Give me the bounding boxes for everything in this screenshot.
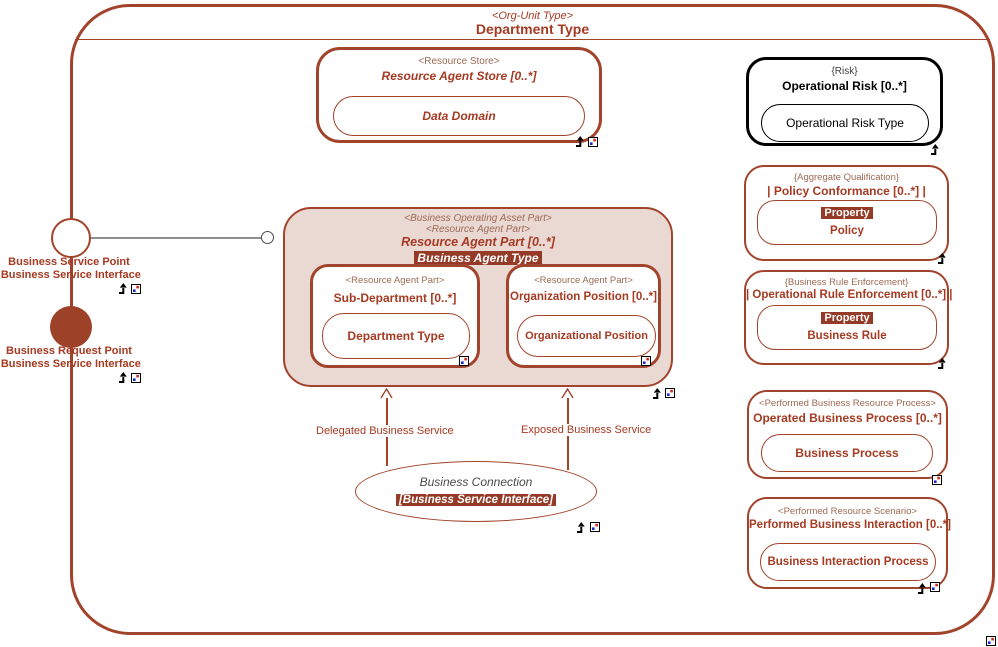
element-icon[interactable]: [459, 356, 471, 368]
open-arrowhead-up: [380, 387, 394, 400]
organization-position-box[interactable]: <Resource Agent Part> Organization Posit…: [506, 264, 661, 368]
interface-connector-line: [91, 237, 263, 239]
business-process-node[interactable]: Business Process: [761, 434, 933, 472]
policy-property-tag: Property: [821, 207, 873, 219]
sub-department-box[interactable]: <Resource Agent Part> Sub-Department [0.…: [310, 264, 480, 368]
element-icon[interactable]: [131, 373, 143, 385]
business-rule-label: Business Rule: [807, 330, 887, 342]
risk-stereotype: {Risk}: [831, 66, 858, 77]
business-service-point-label: Business Service Point :Business Service…: [0, 256, 144, 282]
policy-stereotype: {Aggregate Qualification}: [793, 172, 900, 183]
organization-position-name: Organization Position [0..*]: [510, 291, 657, 303]
element-icon[interactable]: [986, 636, 998, 647]
operational-risk-type-node[interactable]: Operational Risk Type: [761, 104, 929, 142]
navigate-up-icon[interactable]: [652, 388, 664, 400]
agent-part-stereotype-1: <Business Operating Asset Part>: [404, 213, 552, 224]
rule-name: | Operational Rule Enforcement [0..*] |: [746, 289, 953, 301]
business-interaction-node[interactable]: Business Interaction Process: [760, 543, 936, 581]
element-icon[interactable]: [641, 356, 653, 368]
business-connection-label: Business Connection: [419, 475, 533, 489]
agent-part-name: Resource Agent Part [0..*]: [401, 235, 555, 249]
agent-part-stereotype-2: <Resource Agent Part>: [425, 224, 531, 235]
navigate-up-icon[interactable]: [917, 583, 929, 595]
performed-interaction-box[interactable]: <Performed Resource Scenario> Performed …: [747, 497, 951, 589]
data-domain-node[interactable]: Data Domain: [333, 96, 585, 136]
process-stereotype: <Performed Business Resource Process>: [759, 398, 936, 409]
service-point-name: Business Service Point: [8, 256, 130, 268]
business-service-interface-label: [Business Service Interface]: [395, 494, 557, 506]
business-connection-ellipse[interactable]: Business Connection [Business Service In…: [355, 461, 597, 522]
exposed-service-label: Exposed Business Service: [519, 424, 654, 436]
navigate-up-icon[interactable]: [118, 372, 130, 384]
business-agent-type-label: Business Agent Type: [414, 251, 542, 265]
navigate-up-icon[interactable]: [937, 358, 949, 370]
organizational-position-node[interactable]: Organizational Position: [517, 315, 656, 357]
resource-agent-part-box[interactable]: <Business Operating Asset Part> <Resourc…: [283, 207, 673, 387]
policy-conformance-box[interactable]: {Aggregate Qualification} | Policy Confo…: [744, 165, 949, 261]
organization-position-stereotype: <Resource Agent Part>: [534, 275, 633, 286]
policy-property-node[interactable]: Property Policy: [757, 200, 937, 245]
policy-name: | Policy Conformance [0..*] |: [767, 184, 926, 198]
element-icon[interactable]: [932, 475, 944, 487]
interaction-stereotype: <Performed Resource Scenario>: [778, 506, 917, 517]
request-point-interface: :Business Service Interface: [0, 358, 141, 370]
resource-store-stereotype: <Resource Store>: [418, 56, 500, 67]
navigate-up-icon[interactable]: [118, 283, 130, 295]
rule-property-node[interactable]: Property Business Rule: [757, 305, 937, 350]
business-process-label: Business Process: [795, 446, 899, 460]
operational-risk-box[interactable]: {Risk} Operational Risk [0..*] Operation…: [746, 57, 943, 146]
rule-property-tag: Property: [821, 312, 873, 324]
org-unit-title: Department Type: [475, 21, 590, 37]
delegated-service-label: Delegated Business Service: [314, 425, 456, 437]
process-name: Operated Business Process [0..*]: [753, 411, 942, 425]
business-service-point-port[interactable]: [51, 218, 91, 258]
risk-name: Operational Risk [0..*]: [782, 79, 907, 93]
title-separator: [75, 39, 990, 40]
agent-type-row: Business Agent Type: [285, 249, 671, 267]
rule-stereotype: {Business Rule Enforcement}: [784, 277, 909, 288]
navigate-up-icon[interactable]: [575, 136, 587, 148]
org-unit-stereotype: <Org-Unit Type>: [491, 10, 574, 22]
request-point-name: Business Request Point: [6, 345, 132, 357]
element-icon[interactable]: [588, 137, 600, 149]
element-icon[interactable]: [930, 582, 942, 594]
operational-risk-type-label: Operational Risk Type: [786, 116, 904, 130]
connection-interface-row: [Business Service Interface]: [356, 490, 596, 508]
operated-process-box[interactable]: <Performed Business Resource Process> Op…: [747, 390, 948, 479]
resource-store-box[interactable]: <Resource Store> Resource Agent Store [0…: [316, 47, 602, 143]
interface-lollipop[interactable]: [261, 231, 274, 244]
navigate-up-icon[interactable]: [937, 253, 949, 265]
open-arrowhead-up: [561, 387, 575, 400]
department-type-node[interactable]: Department Type: [322, 313, 470, 359]
interaction-name: Performed Business Interaction [0..*]: [749, 519, 951, 531]
data-domain-label: Data Domain: [422, 109, 496, 123]
sub-department-stereotype: <Resource Agent Part>: [345, 275, 445, 286]
element-icon[interactable]: [131, 284, 143, 296]
element-icon[interactable]: [665, 388, 677, 400]
navigate-up-icon[interactable]: [930, 144, 942, 156]
policy-label: Policy: [830, 225, 864, 237]
navigate-up-icon[interactable]: [576, 522, 588, 534]
element-icon[interactable]: [590, 522, 602, 534]
business-interaction-label: Business Interaction Process: [767, 556, 929, 568]
service-point-interface: :Business Service Interface: [0, 269, 141, 281]
business-request-point-port[interactable]: [50, 306, 92, 348]
business-request-point-label: Business Request Point :Business Service…: [0, 345, 144, 371]
organizational-position-label: Organizational Position: [525, 330, 648, 342]
sub-department-name: Sub-Department [0..*]: [333, 291, 457, 305]
department-type-label: Department Type: [347, 329, 445, 343]
rule-enforcement-box[interactable]: {Business Rule Enforcement} | Operationa…: [744, 270, 953, 365]
resource-store-name: Resource Agent Store [0..*]: [381, 69, 537, 83]
